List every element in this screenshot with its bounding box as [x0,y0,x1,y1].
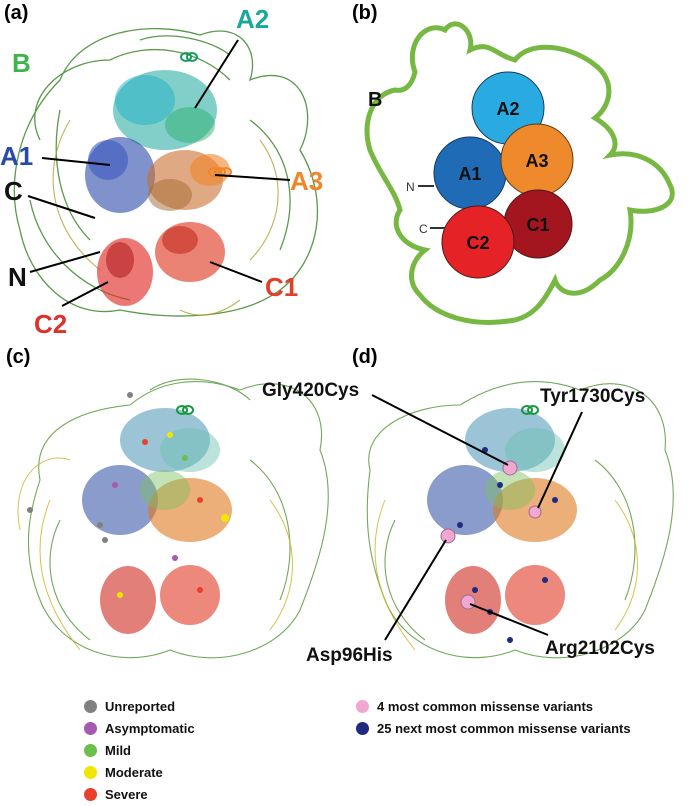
severity-legend-item: Moderate [84,762,195,782]
circle-label-c2: C2 [466,233,489,253]
variant-legend: 4 most common missense variants 25 next m… [356,696,631,740]
terminus-n: N [406,180,415,194]
a2-domain-ribbon [113,70,217,150]
panel-c-structure [17,378,329,659]
label-a1: A1 [0,141,33,171]
severity-legend-item: Severe [84,784,195,804]
legend-dot-icon [84,721,97,735]
label-a2: A2 [236,4,269,34]
schema-label-b: B [368,89,382,111]
legend-dot-icon [356,699,369,713]
severity-legend-item: Unreported [84,696,195,716]
severity-legend-item: Asymptomatic [84,718,195,738]
panel-label-a: (a) [4,2,29,24]
label-c2: C2 [34,309,67,339]
panel-label-d: (d) [352,346,378,368]
legend-dot-icon [84,699,97,713]
variant-legend-label: 4 most common missense variants [377,698,594,714]
label-n: N [8,262,27,292]
severity-legend-label: Moderate [105,764,163,780]
variant-label-gly420cys: Gly420Cys [262,380,360,401]
panel-d-structure [366,381,674,659]
panel-label-b: (b) [352,2,378,24]
severity-legend-item: Mild [84,740,195,760]
variant-label-arg2102cys: Arg2102Cys [545,638,655,659]
variant-label-tyr1730cys: Tyr1730Cys [540,386,646,407]
circle-c2 [441,205,515,279]
legend-dot-icon [84,787,97,801]
c2-domain-ribbon [97,238,153,306]
variant-legend-label: 25 next most common missense variants [377,720,631,736]
panel-label-c: (c) [6,346,31,368]
label-c1: C1 [265,272,298,302]
label-b: B [12,48,31,78]
a1-domain-ribbon [85,137,155,213]
panel-a-structure: A2 B A1 C A3 N C1 C2 [0,4,323,339]
circle-label-a1: A1 [458,164,481,184]
label-c: C [4,176,23,206]
panel-b-schematic: B A2 A1 A3 C1 C2 N C [364,21,675,325]
legend-dot-icon [84,743,97,757]
terminus-c: C [419,222,428,236]
variant-label-asp96his: Asp96His [306,645,393,666]
severity-legend-label: Unreported [105,698,176,714]
severity-legend-label: Mild [105,742,131,758]
legend-dot-icon [84,765,97,779]
c1-domain-ribbon [155,222,225,282]
variant-legend-item: 4 most common missense variants [356,696,631,716]
b-domain-outline [364,21,675,325]
circle-label-c1: C1 [526,215,549,235]
circle-label-a2: A2 [496,99,519,119]
a3-domain-ribbon [147,150,230,211]
label-a3: A3 [290,166,323,196]
severity-legend-label: Asymptomatic [105,720,195,736]
legend-dot-icon [356,721,369,735]
severity-legend-label: Severe [105,786,148,802]
variant-legend-item: 25 next most common missense variants [356,718,631,738]
circle-label-a3: A3 [525,151,548,171]
